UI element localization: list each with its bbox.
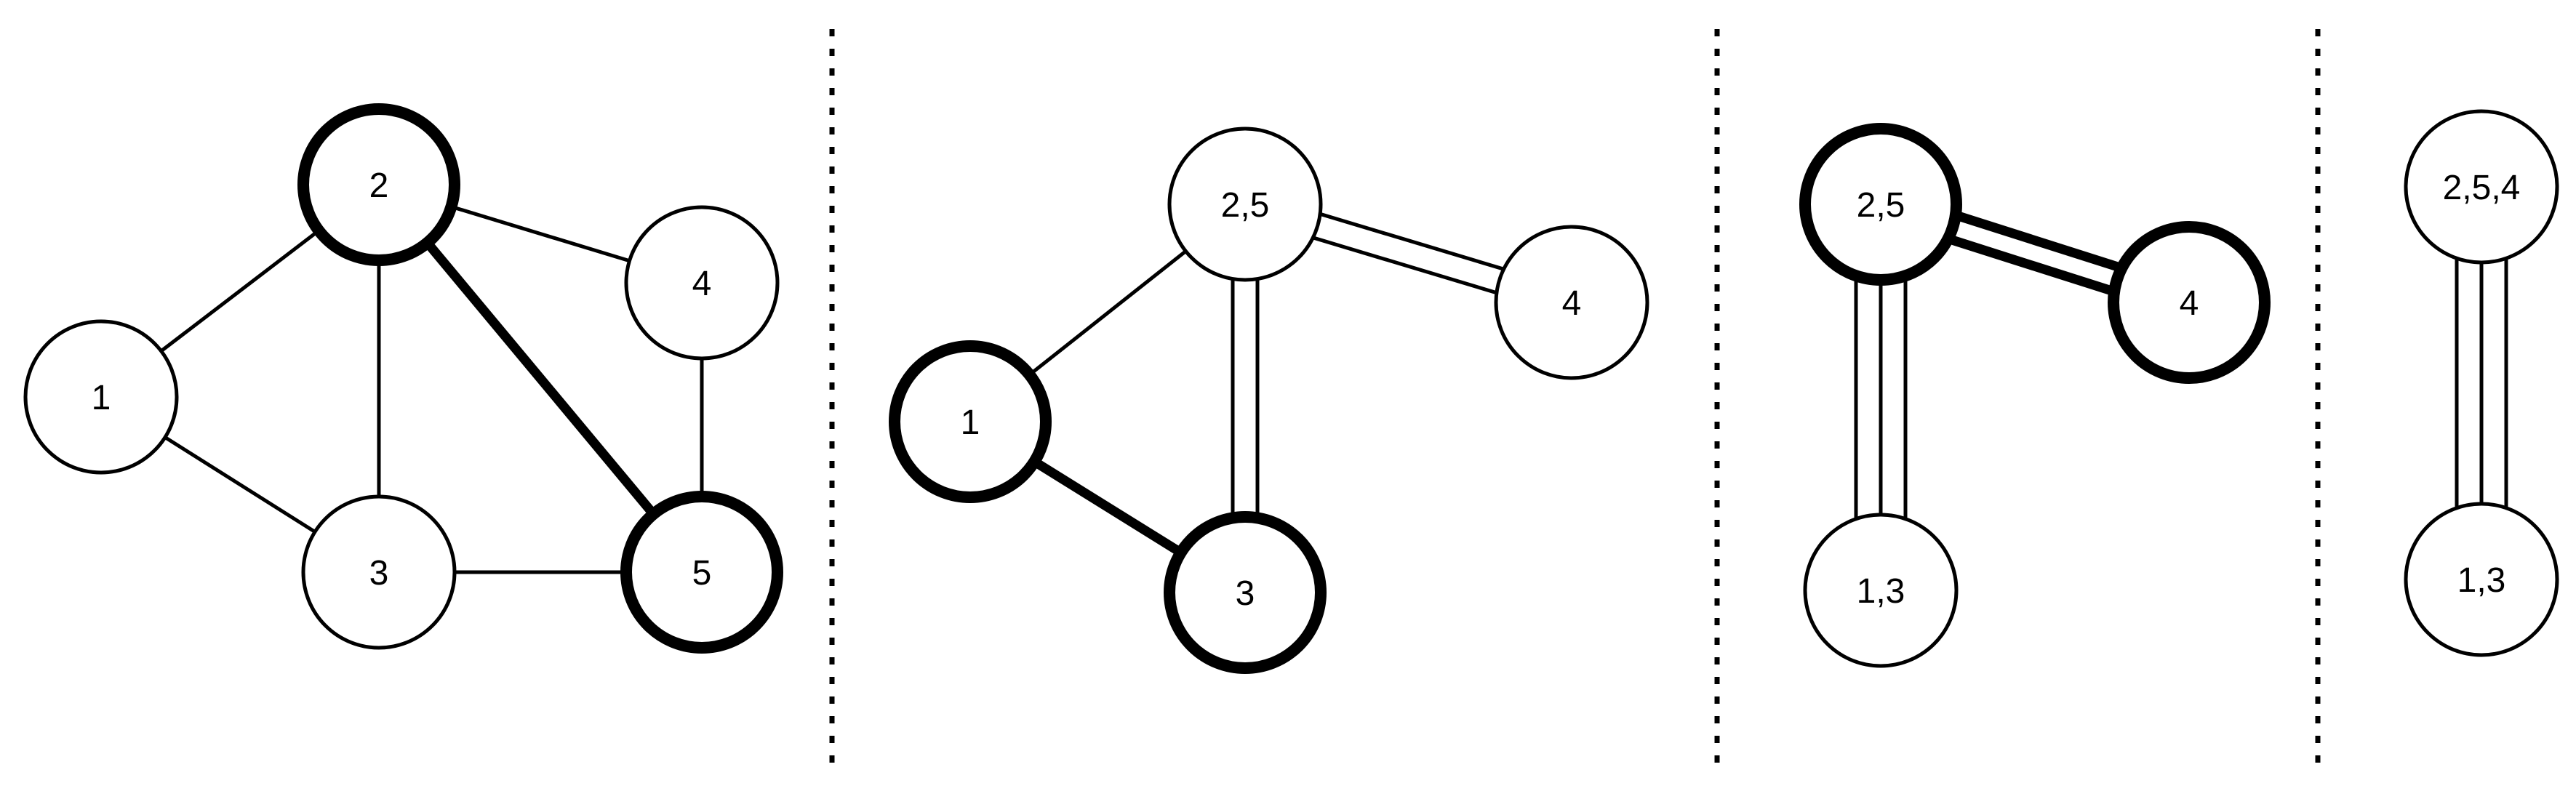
node-circle — [301, 494, 457, 650]
edge-2-5 — [375, 181, 705, 576]
panel-2: 2,5 4 1 3 — [889, 127, 1649, 674]
node-circle — [1494, 225, 1649, 380]
node-1: 1 — [23, 319, 179, 475]
node-label: 3 — [369, 554, 389, 593]
node-circle — [1164, 511, 1327, 674]
node-label: 2 — [369, 166, 389, 205]
panel-3-nodes: 2,5 4 1,3 — [1799, 123, 2271, 668]
node-circle — [23, 319, 179, 475]
node-25: 2,5 — [1799, 123, 1962, 286]
node-label: 2,5 — [1221, 186, 1270, 225]
node-13: 1,3 — [1803, 513, 1959, 668]
node-circle — [2404, 109, 2559, 265]
panel-4: 2,5,4 1,3 — [2404, 109, 2559, 657]
panel-1: 1 2 3 4 5 — [23, 103, 783, 654]
node-circle — [624, 205, 780, 361]
node-4: 4 — [624, 205, 780, 361]
node-circle — [620, 491, 783, 654]
panel-4-nodes: 2,5,4 1,3 — [2404, 109, 2559, 657]
node-label: 1,3 — [1857, 572, 1905, 611]
node-circle — [1803, 513, 1959, 668]
node-label: 1,3 — [2457, 561, 2506, 600]
panels-layer: 1 2 3 4 5 2,5 4 1 3 2,5 4 1,3 2,5,4 1,3 — [23, 103, 2559, 674]
node-label: 2,5,4 — [2443, 169, 2521, 207]
node-1: 1 — [889, 340, 1052, 503]
node-label: 1 — [961, 403, 980, 442]
node-3: 3 — [301, 494, 457, 650]
node-254: 2,5,4 — [2404, 109, 2559, 265]
node-circle — [889, 340, 1052, 503]
node-5: 5 — [620, 491, 783, 654]
node-label: 4 — [692, 265, 712, 303]
node-4: 4 — [1494, 225, 1649, 380]
node-label: 3 — [1236, 574, 1255, 613]
node-13: 1,3 — [2404, 502, 2559, 657]
node-label: 4 — [2180, 284, 2199, 323]
node-label: 2,5 — [1857, 186, 1905, 225]
panel-2-nodes: 2,5 4 1 3 — [889, 127, 1649, 674]
node-circle — [297, 103, 460, 266]
node-3: 3 — [1164, 511, 1327, 674]
panel-separators — [829, 29, 2321, 767]
panel-1-nodes: 1 2 3 4 5 — [23, 103, 783, 654]
panel-3: 2,5 4 1,3 — [1799, 123, 2271, 668]
node-2: 2 — [297, 103, 460, 266]
node-label: 5 — [692, 554, 712, 593]
node-label: 4 — [1562, 284, 1582, 323]
node-4: 4 — [2108, 221, 2271, 384]
node-circle — [2404, 502, 2559, 657]
node-label: 1 — [92, 379, 111, 417]
node-25: 2,5 — [1167, 127, 1323, 282]
node-circle — [1167, 127, 1323, 282]
node-circle — [2108, 221, 2271, 384]
node-circle — [1799, 123, 1962, 286]
